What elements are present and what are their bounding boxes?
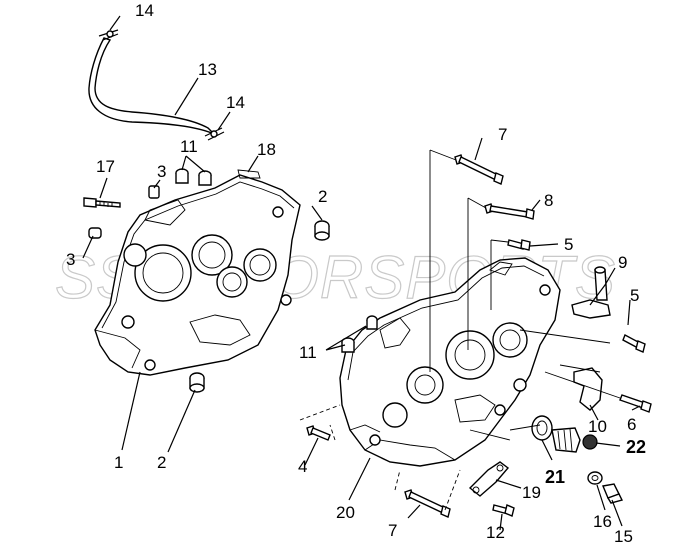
plug-3-top bbox=[148, 185, 160, 199]
o-ring-21 bbox=[531, 415, 553, 441]
callout-16: 16 bbox=[593, 512, 612, 531]
callout-19: 19 bbox=[522, 483, 541, 502]
dowel-11-right-a bbox=[366, 315, 378, 330]
callout-22: 22 bbox=[626, 437, 646, 457]
callout-7-top: 7 bbox=[498, 125, 507, 144]
dowel-2-bottom bbox=[189, 372, 205, 393]
plate-19 bbox=[468, 461, 510, 497]
left-crankcase-half bbox=[94, 174, 301, 376]
callout-3-top: 3 bbox=[157, 162, 166, 181]
callout-10: 10 bbox=[588, 417, 607, 436]
breather-hose bbox=[88, 37, 215, 135]
bracket-10 bbox=[573, 367, 603, 411]
leader-lines bbox=[82, 15, 641, 531]
callout-3-left: 3 bbox=[66, 250, 75, 269]
bolt-5-center bbox=[507, 239, 531, 251]
callout-18: 18 bbox=[257, 140, 276, 159]
callout-11-left: 11 bbox=[180, 137, 198, 156]
callout-7-bottom: 7 bbox=[388, 521, 397, 540]
callout-labels: 1 2 2 3 3 17 11 13 14 14 18 7 8 5 9 5 10… bbox=[66, 1, 646, 546]
bolt-16 bbox=[587, 471, 603, 485]
dowel-11-left-a bbox=[175, 168, 189, 184]
bolt-7-top bbox=[454, 154, 504, 185]
bolt-5-right bbox=[622, 334, 646, 353]
dowel-2-right bbox=[314, 220, 330, 241]
bolt-8 bbox=[484, 203, 535, 220]
callout-17: 17 bbox=[96, 157, 115, 176]
callout-5-right: 5 bbox=[630, 286, 639, 305]
callout-8: 8 bbox=[544, 191, 553, 210]
bolt-17 bbox=[83, 197, 121, 208]
callout-20: 20 bbox=[336, 503, 355, 522]
callout-14-mid: 14 bbox=[226, 93, 245, 112]
callout-13: 13 bbox=[198, 60, 217, 79]
callout-14-top: 14 bbox=[135, 1, 154, 20]
hose-clamp-lower bbox=[204, 127, 225, 141]
drain-plug-15 bbox=[602, 483, 624, 504]
sensor-22 bbox=[551, 427, 598, 453]
bolt-7-bottom bbox=[404, 489, 451, 518]
callout-1: 1 bbox=[114, 453, 123, 472]
callout-9: 9 bbox=[618, 253, 627, 272]
callout-21: 21 bbox=[545, 467, 565, 487]
tube-9 bbox=[571, 266, 611, 319]
callout-12: 12 bbox=[486, 523, 505, 542]
callout-5-center: 5 bbox=[564, 235, 573, 254]
right-crankcase-half bbox=[339, 257, 561, 467]
dowel-11-right-b bbox=[341, 337, 355, 353]
callout-15: 15 bbox=[614, 527, 633, 546]
bolt-6 bbox=[619, 394, 652, 413]
callout-11-right: 11 bbox=[299, 343, 317, 362]
gasket-18 bbox=[237, 169, 261, 179]
plug-3-left bbox=[88, 227, 102, 239]
callout-6: 6 bbox=[627, 415, 636, 434]
assembly-lines bbox=[299, 149, 621, 511]
dowel-11-left-b bbox=[198, 170, 212, 186]
callout-4: 4 bbox=[298, 457, 307, 476]
hose-clamp-upper bbox=[98, 29, 119, 41]
bolt-12 bbox=[492, 504, 515, 517]
bolt-4 bbox=[306, 425, 331, 441]
callout-2-right: 2 bbox=[318, 187, 327, 206]
callout-2-bottom: 2 bbox=[157, 453, 166, 472]
